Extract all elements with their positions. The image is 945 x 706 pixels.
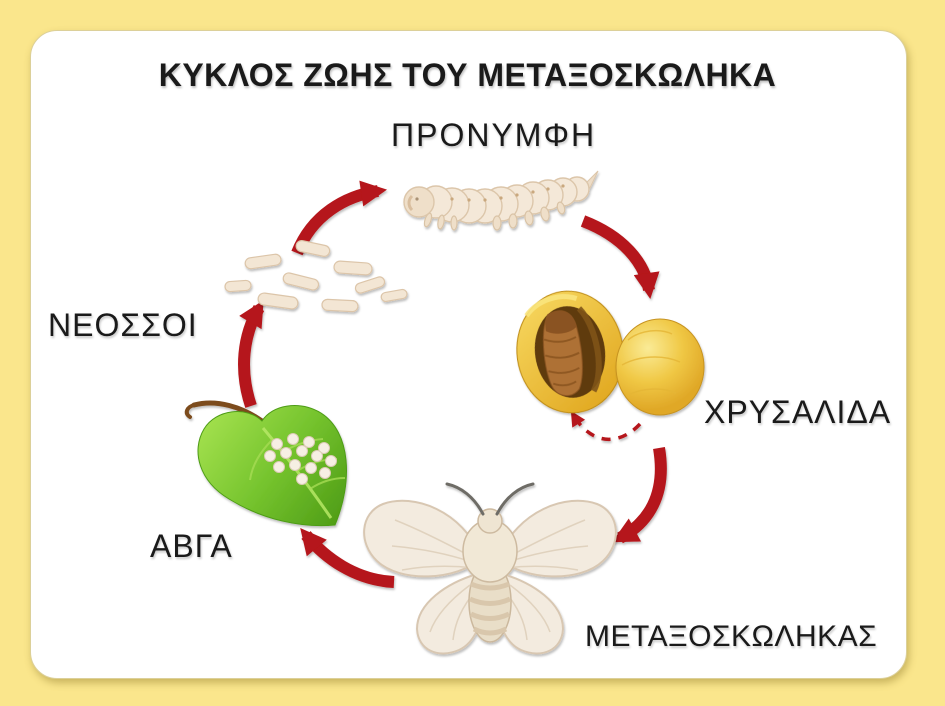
hatchlings-illustration — [224, 239, 408, 313]
diagram-title: ΚΥΚΛΟΣ ΖΩΗΣ ΤΟΥ ΜΕΤΑΞΟΣΚΩΛΗΚΑ — [158, 57, 777, 93]
stage-label-larva: ΠΡΟΝΥΜΦΗ — [391, 117, 597, 153]
arrow-larva-to-chrysalis — [580, 215, 660, 300]
stage-label-hatchlings: ΝΕΟΣΣΟΙ — [48, 307, 198, 343]
egg-cluster — [264, 433, 337, 485]
arrow-moth-to-eggs — [300, 527, 395, 588]
stage-label-moth: ΜΕΤΑΞΟΣΚΩΛΗΚΑΣ — [585, 620, 878, 653]
silkworm-larva-illustration — [403, 170, 599, 231]
stage-label-chrysalis: ΧΡΥΣΑΛΙΔΑ — [704, 394, 892, 430]
arrow-chrysalis-to-moth — [611, 446, 667, 544]
closed-cocoon-illustration — [615, 318, 705, 416]
silk-moth-illustration — [363, 482, 617, 655]
open-cocoon-illustration — [516, 290, 624, 414]
stage-label-eggs: ΑΒΓΑ — [150, 528, 233, 564]
closed-cocoon-to-open-cocoon-dashed-arrow — [570, 410, 642, 441]
eggs-on-leaf-illustration — [184, 400, 348, 527]
cycle-arrows — [238, 180, 667, 588]
arrow-eggs-to-hatchlings — [238, 300, 265, 408]
